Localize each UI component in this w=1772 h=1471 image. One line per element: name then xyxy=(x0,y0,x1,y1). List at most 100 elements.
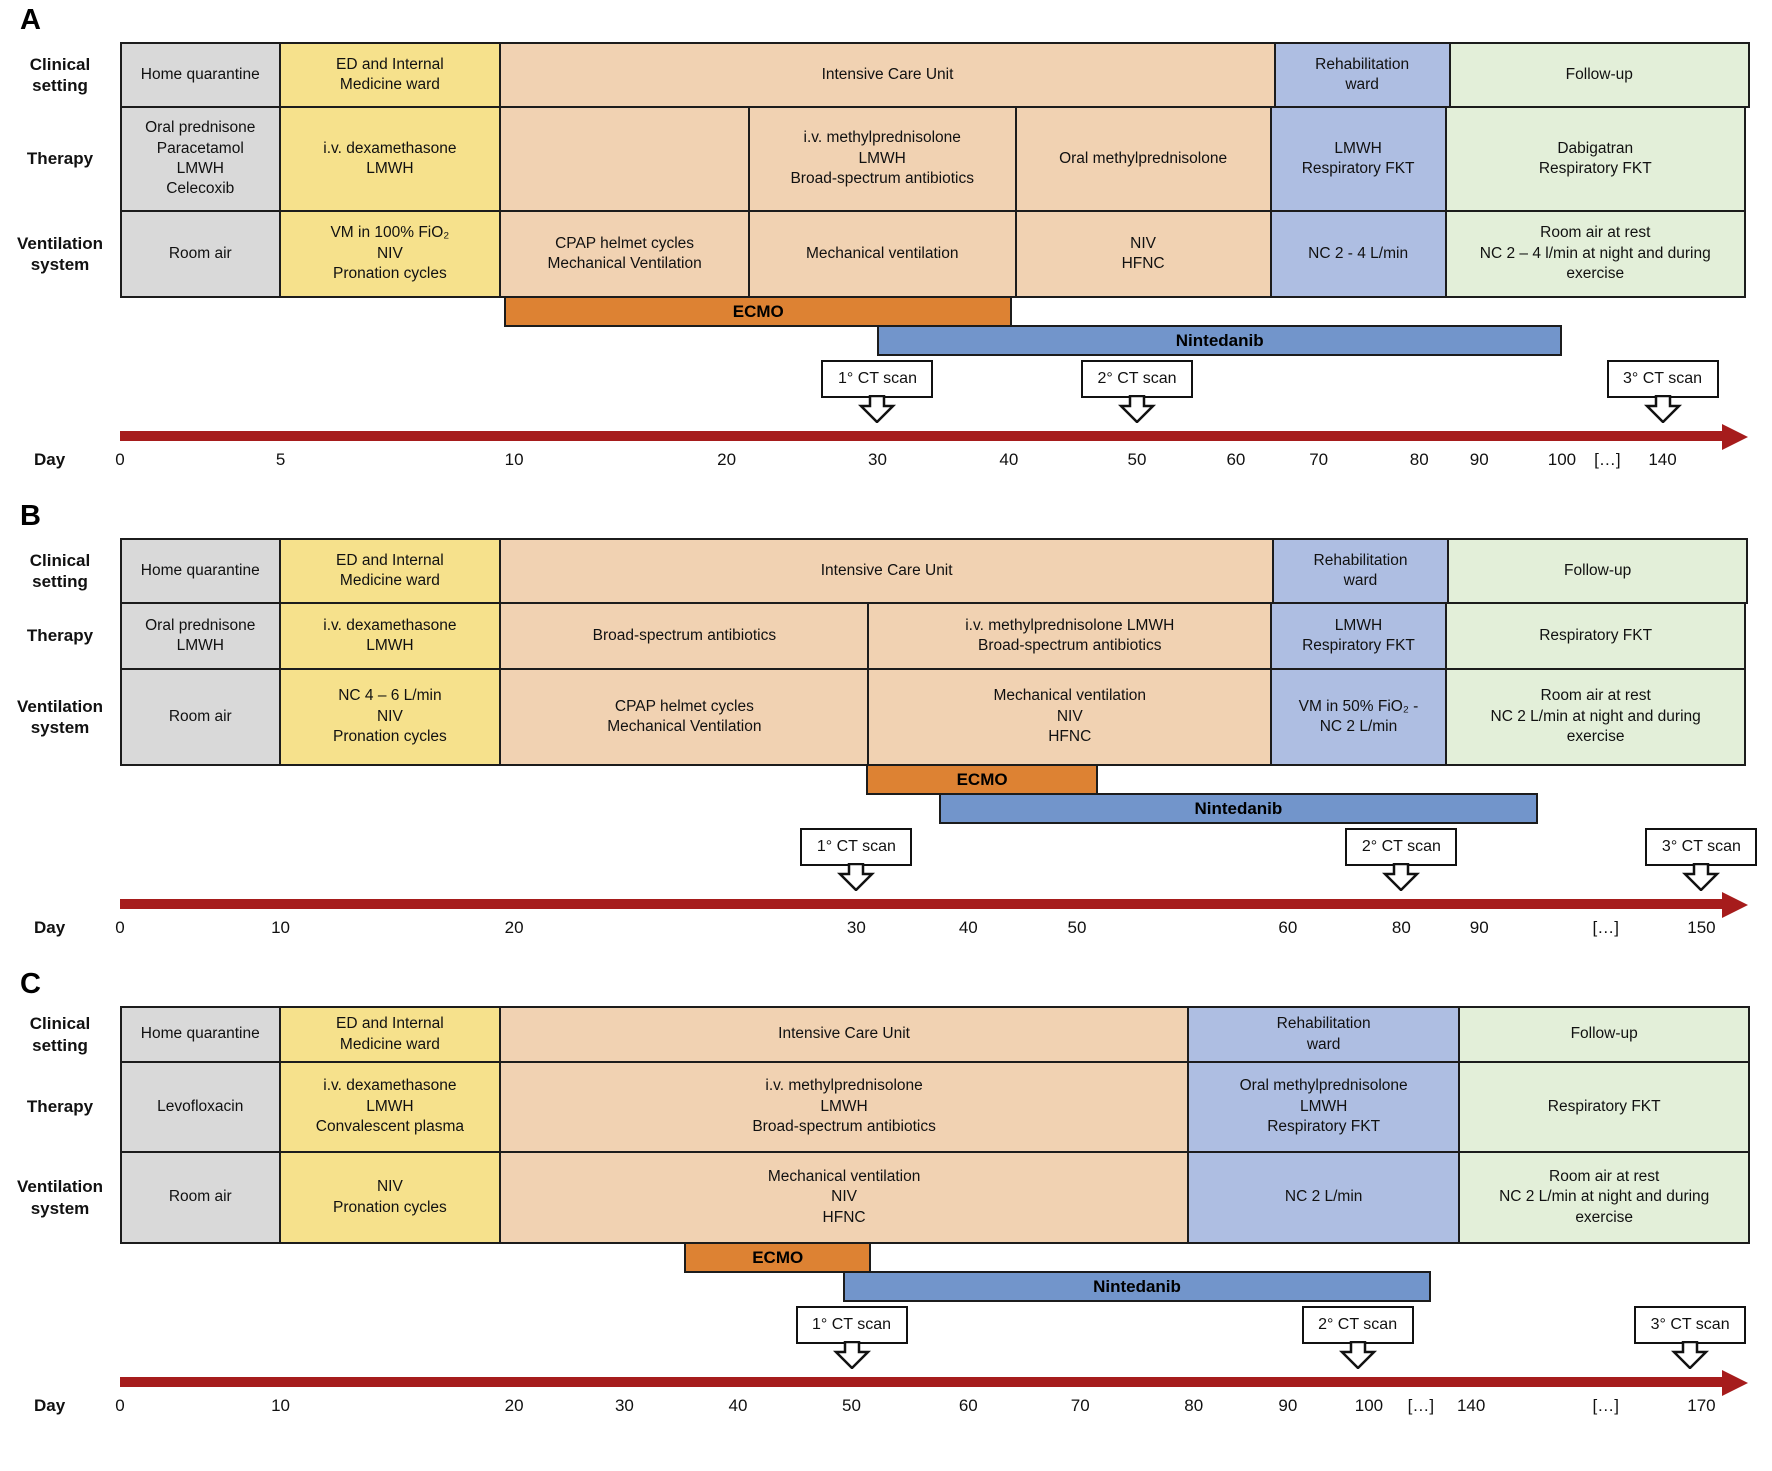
timeline-arrow xyxy=(120,424,1748,450)
day-tick: 30 xyxy=(614,1396,634,1415)
table-cell: VM in 50% FiO₂ - NC 2 L/min xyxy=(1270,668,1447,766)
ct-scan-box: 2° CT scan xyxy=(1345,828,1458,866)
row-header: Ventilation system xyxy=(17,233,103,274)
table-cell: Follow-up xyxy=(1458,1006,1750,1063)
ct-scan-callout: 3° CT scan xyxy=(1645,828,1758,891)
day-tick: 60 xyxy=(1278,918,1298,937)
axis-arrowhead-icon xyxy=(1722,892,1748,918)
ct-scan-box: 2° CT scan xyxy=(1080,360,1193,398)
table-cell: Respiratory FKT xyxy=(1444,602,1747,670)
day-tick: […] xyxy=(1594,450,1621,469)
day-tick: 10 xyxy=(504,450,524,469)
ct-arrow-down-icon xyxy=(832,1341,871,1369)
table-cell: i.v. methylprednisolone LMWH Broad-spect… xyxy=(747,106,1017,212)
row-header: Therapy xyxy=(26,1097,94,1117)
day-axis-label: Day xyxy=(34,1396,66,1415)
day-tick: 5 xyxy=(275,450,286,469)
timeline-arrow xyxy=(120,1370,1748,1396)
day-tick: 80 xyxy=(1409,450,1429,469)
table-cell: Room air at rest NC 2 L/min at night and… xyxy=(1458,1151,1750,1244)
table-cell: Broad-spectrum antibiotics xyxy=(499,602,870,670)
ct-arrow-down-icon xyxy=(837,863,876,891)
row-header: Ventilation system xyxy=(17,696,103,737)
ct-arrow-down-icon xyxy=(1671,1341,1710,1369)
day-tick: 0 xyxy=(115,1396,125,1415)
table-cell: Intensive Care Unit xyxy=(499,538,1275,604)
row-header: Clinical setting xyxy=(29,54,91,95)
nintedanib-bar: Nintedanib xyxy=(939,793,1538,824)
timeline-axis xyxy=(120,892,1748,918)
day-tick: 30 xyxy=(846,918,866,937)
panel-letter: B xyxy=(20,500,41,532)
axis-arrowhead-icon xyxy=(1722,424,1748,450)
table-cell: NC 4 – 6 L/min NIV Pronation cycles xyxy=(278,668,502,766)
ct-scan-callout: 2° CT scan xyxy=(1345,828,1458,891)
table-cell: Room air xyxy=(120,668,281,766)
day-tick: 70 xyxy=(1309,450,1329,469)
ct-scan-box: 3° CT scan xyxy=(1634,1306,1747,1344)
table-cell: LMWH Respiratory FKT xyxy=(1270,602,1447,670)
ecmo-bar: ECMO xyxy=(866,764,1099,795)
table-cell: ED and Internal Medicine ward xyxy=(278,1006,502,1063)
table-cell: Room air xyxy=(120,210,281,298)
ct-arrow-down-icon xyxy=(1117,395,1156,423)
table-cell: LMWH Respiratory FKT xyxy=(1269,106,1447,212)
day-tick: 60 xyxy=(1226,450,1246,469)
day-tick: 60 xyxy=(958,1396,978,1415)
ct-scan-box: 1° CT scan xyxy=(795,1306,908,1344)
table-cell: NIV Pronation cycles xyxy=(278,1151,502,1244)
ct-arrow-down-icon xyxy=(1643,395,1682,423)
table-cell: Intensive Care Unit xyxy=(499,1006,1189,1063)
table-cell: Room air xyxy=(120,1151,281,1244)
timeline-arrow xyxy=(120,892,1748,918)
day-tick: 90 xyxy=(1469,450,1489,469)
table-cell: Mechanical ventilation NIV HFNC xyxy=(499,1151,1189,1244)
panel-letter: A xyxy=(20,4,41,36)
day-tick: 40 xyxy=(999,450,1019,469)
table-cell: Rehabilitation ward xyxy=(1186,1006,1461,1063)
day-tick: 90 xyxy=(1469,918,1489,937)
ct-scan-callout: 3° CT scan xyxy=(1606,360,1719,423)
timeline-axis xyxy=(120,1370,1748,1396)
day-tick: 50 xyxy=(1067,918,1087,937)
panel-letter: C xyxy=(20,968,41,1000)
row-header: Clinical setting xyxy=(29,1014,91,1055)
table-cell: i.v. methylprednisolone LMWH Broad-spect… xyxy=(867,602,1273,670)
table-cell: ED and Internal Medicine ward xyxy=(278,42,502,108)
day-tick: 170 xyxy=(1687,1396,1716,1415)
ecmo-bar: ECMO xyxy=(504,296,1013,327)
day-tick: 90 xyxy=(1278,1396,1298,1415)
ct-scan-callout: 2° CT scan xyxy=(1080,360,1193,423)
day-axis-label: Day xyxy=(34,918,66,937)
table-cell: Follow-up xyxy=(1446,538,1749,604)
ct-arrow-down-icon xyxy=(1338,1341,1377,1369)
table-cell: CPAP helmet cycles Mechanical Ventilatio… xyxy=(499,668,870,766)
axis-arrowhead-icon xyxy=(1722,1370,1748,1396)
day-tick: 0 xyxy=(115,450,125,469)
table-cell: Mechanical ventilation xyxy=(747,210,1017,298)
table-cell: NC 2 - 4 L/min xyxy=(1269,210,1447,298)
day-tick: […] xyxy=(1407,1396,1435,1415)
table-cell: Rehabilitation ward xyxy=(1273,42,1451,108)
day-tick: 140 xyxy=(1456,1396,1486,1415)
table-cell: Oral methylprednisolone LMWH Respiratory… xyxy=(1186,1061,1461,1153)
table-cell: Home quarantine xyxy=(120,42,281,108)
day-tick: 10 xyxy=(271,918,291,937)
day-tick: 20 xyxy=(717,450,737,469)
table-cell: Room air at rest NC 2 L/min at night and… xyxy=(1444,668,1747,766)
row-header: Therapy xyxy=(26,626,94,646)
table-cell xyxy=(499,106,750,212)
day-tick: 80 xyxy=(1184,1396,1204,1415)
